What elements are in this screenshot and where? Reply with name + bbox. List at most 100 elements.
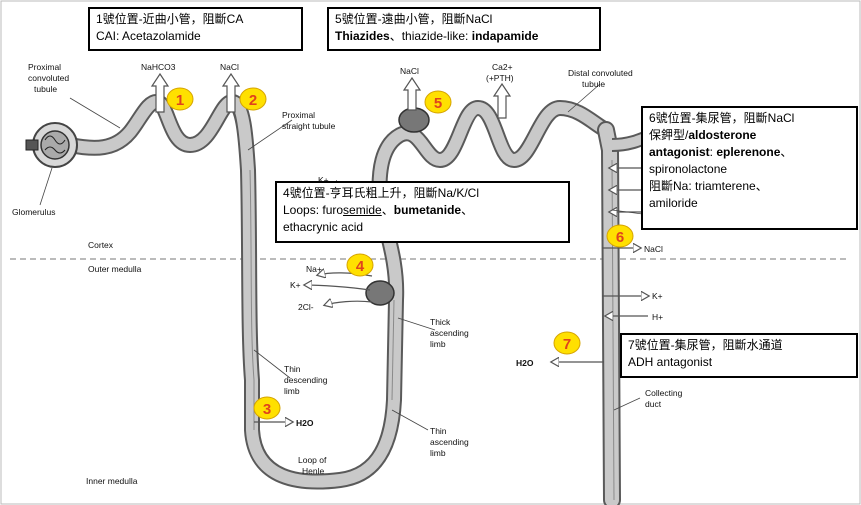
annotation-box-5: 5號位置-遠曲小管，阻斷NaCl Thiazides、thiazide-like…	[327, 7, 601, 51]
arrow-ca	[492, 82, 512, 119]
leader-lines	[39, 83, 651, 431]
label-h-cd: H+	[652, 312, 663, 322]
box5-thiazide-like: 、thiazide-like:	[389, 29, 472, 43]
label-k-cd: K+	[652, 291, 663, 301]
svg-text:7: 7	[563, 336, 571, 353]
box6-antagonist: antagonist	[649, 145, 710, 159]
box4-line1: 4號位置-亨耳氏粗上升，阻斷Na/K/Cl	[283, 186, 480, 200]
label-proximal-straight-1: Proximal	[282, 110, 315, 120]
arrow-k-loop	[305, 285, 371, 291]
zone-cortex: Cortex	[88, 240, 114, 250]
annotation-box-1: 1號位置-近曲小管，阻斷CA CAI: Acetazolamide	[88, 7, 303, 51]
label-proximal-straight-2: straight tubule	[282, 121, 336, 131]
label-thin-ascending-3: limb	[430, 448, 446, 458]
box6-line4: spironolactone	[649, 162, 728, 176]
box4-sep2: 、	[461, 203, 474, 217]
label-loop-of-henle-1: Loop of	[298, 455, 327, 465]
label-pth: (+PTH)	[486, 73, 514, 83]
label-k-loop: K+	[290, 280, 301, 290]
label-collecting-duct-2: duct	[645, 399, 662, 409]
label-collecting-duct-1: Collecting	[645, 388, 683, 398]
badge-2: 2	[239, 87, 267, 111]
svg-text:3: 3	[263, 401, 271, 418]
label-proximal-convoluted-3: tubule	[34, 84, 57, 94]
site-badges: 1 2 3 4 5 6 7	[166, 87, 634, 420]
badge-4: 4	[346, 253, 374, 277]
box6-potassium-sparing: 保鉀型/	[649, 128, 689, 142]
box4-line2: Loops: furosemide、bumetanide、	[283, 202, 562, 219]
badge-3: 3	[253, 396, 281, 420]
box6-eplerenone: eplerenone	[716, 145, 781, 159]
transporter-dct	[398, 107, 430, 133]
label-nacl-2: NaCl	[220, 62, 239, 72]
box5-line2: Thiazides、thiazide-like: indapamide	[335, 28, 593, 45]
structure-labels: Proximal convoluted tubule Glomerulus Pr…	[12, 62, 683, 486]
box1-line2: CAI: Acetazolamide	[96, 29, 201, 43]
box5-indapamide: indapamide	[471, 29, 539, 43]
box5-thiazides: Thiazides	[335, 29, 390, 43]
box4-bumetanide: bumetanide	[393, 203, 462, 217]
label-cl-loop: 2Cl-	[298, 302, 314, 312]
svg-text:5: 5	[434, 95, 442, 112]
arrow-nacl-5	[402, 76, 422, 111]
label-thin-ascending-1: Thin	[430, 426, 447, 436]
label-h2o-7: H2O	[516, 358, 534, 368]
label-h2o-3: H2O	[296, 418, 314, 428]
label-proximal-convoluted-1: Proximal	[28, 62, 61, 72]
box4-line3: ethacrynic acid	[283, 220, 364, 234]
box6-line5: 阻斷Na: triamterene、	[649, 179, 768, 193]
label-thick-ascending-1: Thick	[430, 317, 451, 327]
box7-line1: 7號位置-集尿管，阻斷水通道	[628, 338, 783, 352]
label-distal-convoluted-1: Distal convoluted	[568, 68, 633, 78]
label-ca: Ca2+	[492, 62, 513, 72]
arrow-cl-loop	[325, 301, 373, 305]
transporter-loop	[365, 280, 395, 306]
badge-5: 5	[424, 90, 452, 114]
box6-line2: 保鉀型/aldosterone	[649, 127, 850, 144]
label-glomerulus: Glomerulus	[12, 207, 55, 217]
annotation-box-7: 7號位置-集尿管，阻斷水通道 ADH antagonist	[620, 333, 858, 378]
arrow-nacl-2	[221, 72, 241, 113]
box6-line1: 6號位置-集尿管，阻斷NaCl	[649, 111, 795, 125]
arrow-na-loop	[318, 273, 373, 276]
svg-text:2: 2	[249, 92, 257, 109]
label-nacl-6: NaCl	[644, 244, 663, 254]
nephron-tubule	[25, 94, 663, 505]
label-distal-convoluted-2: tubule	[582, 79, 605, 89]
label-thin-ascending-2: ascending	[430, 437, 469, 447]
label-loop-of-henle-2: Henle	[302, 466, 324, 476]
zone-inner-medulla: Inner medulla	[86, 476, 138, 486]
svg-text:4: 4	[356, 258, 365, 275]
box6-colon: :	[709, 145, 717, 159]
annotation-box-4: 4號位置-亨耳氏粗上升，阻斷Na/K/Cl Loops: furosemide、…	[275, 181, 570, 243]
label-nacl-5: NaCl	[400, 66, 419, 76]
box4-semide: semide	[343, 203, 382, 217]
label-thin-descending-2: descending	[284, 375, 328, 385]
svg-text:6: 6	[616, 229, 624, 246]
label-na-loop: Na+	[306, 264, 322, 274]
box4-loops: Loops: furo	[283, 203, 344, 217]
box7-line2: ADH antagonist	[628, 355, 713, 369]
transport-labels: NaHCO3 NaCl NaCl Ca2+ (+PTH) K+ Na+ K+ 2…	[141, 62, 663, 428]
box1-line1: 1號位置-近曲小管，阻斷CA	[96, 12, 244, 26]
box6-sep: 、	[780, 145, 793, 159]
label-nahco3: NaHCO3	[141, 62, 176, 72]
label-proximal-convoluted-2: convoluted	[28, 73, 69, 83]
box4-sep: 、	[381, 203, 394, 217]
box6-line3: antagonist: eplerenone、	[649, 144, 850, 161]
label-thin-descending-1: Thin	[284, 364, 301, 374]
box5-line1: 5號位置-遠曲小管，阻斷NaCl	[335, 12, 493, 26]
label-k-top: K+	[318, 175, 329, 185]
label-thick-ascending-2: ascending	[430, 328, 469, 338]
badge-1: 1	[166, 87, 194, 111]
zone-outer-medulla: Outer medulla	[88, 264, 142, 274]
label-thin-descending-3: limb	[284, 386, 300, 396]
svg-text:1: 1	[176, 92, 184, 109]
annotation-box-6: 6號位置-集尿管，阻斷NaCl 保鉀型/aldosterone antagoni…	[641, 106, 858, 230]
badge-7: 7	[553, 331, 581, 355]
box6-aldosterone: aldosterone	[688, 128, 757, 142]
box6-line6: amiloride	[649, 196, 698, 210]
label-thick-ascending-3: limb	[430, 339, 446, 349]
